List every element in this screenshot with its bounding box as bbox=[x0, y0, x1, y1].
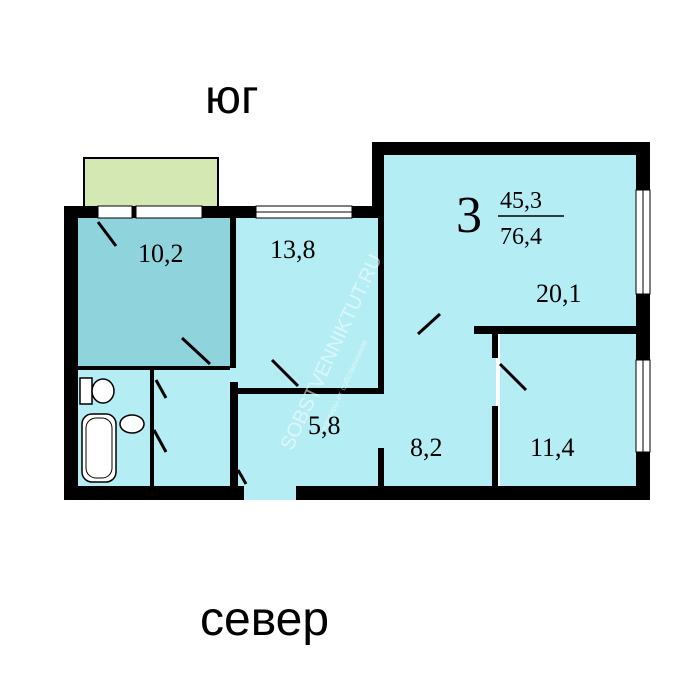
entrance-fill bbox=[244, 486, 296, 500]
room-large-fill bbox=[384, 155, 636, 330]
toilet-bowl bbox=[91, 378, 115, 404]
hallway-fill bbox=[236, 390, 384, 486]
area-corridor: 8,2 bbox=[410, 433, 443, 462]
compass-south-label: юг bbox=[205, 71, 259, 124]
area-room-middle: 13,8 bbox=[270, 235, 316, 264]
room-balcony-side-fill bbox=[78, 218, 230, 368]
corridor-fill bbox=[384, 330, 496, 486]
area-room-small: 11,4 bbox=[530, 433, 575, 462]
door-swings bbox=[96, 221, 528, 485]
area-room-large: 20,1 bbox=[536, 279, 582, 308]
room-middle-fill bbox=[236, 218, 378, 390]
toilet-tank bbox=[79, 377, 93, 405]
bathroom-fixtures bbox=[79, 377, 145, 483]
room-count: 3 bbox=[456, 187, 482, 244]
living-area: 45,3 bbox=[500, 188, 542, 214]
sink bbox=[119, 414, 145, 434]
balcony bbox=[83, 157, 219, 211]
area-room-balcony-side: 10,2 bbox=[138, 239, 184, 268]
windows bbox=[97, 189, 651, 453]
compass-north-label: север bbox=[200, 593, 330, 646]
area-hallway: 5,8 bbox=[308, 411, 341, 440]
total-area: 76,4 bbox=[500, 224, 542, 250]
room-small-fill bbox=[500, 334, 636, 486]
